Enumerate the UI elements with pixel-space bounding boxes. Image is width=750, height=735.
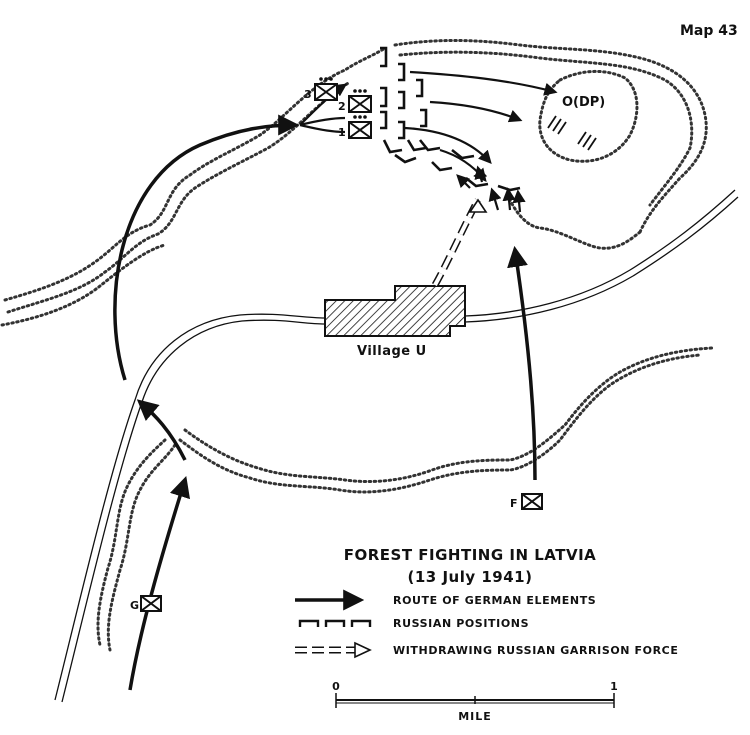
legend-withdraw-symbol	[295, 641, 372, 659]
unit-2	[348, 89, 372, 113]
unit-2-label: 2	[338, 100, 346, 113]
legend-russian-label: Russian positions	[393, 617, 529, 630]
village-u	[324, 285, 466, 337]
legend-russian-symbol	[298, 619, 372, 627]
map-number: Map 43	[680, 23, 738, 39]
legend: Route of German elements Russian positio…	[295, 589, 678, 659]
scale-start: 0	[332, 680, 340, 693]
german-route-g-1	[128, 475, 191, 691]
scale-end: 1	[610, 680, 618, 693]
forest-north	[0, 39, 708, 327]
dp-label: O(DP)	[562, 95, 605, 110]
german-route-f	[507, 245, 537, 481]
german-route-g-2	[136, 399, 187, 461]
german-route-main	[113, 114, 300, 381]
scale-unit: MILE	[458, 710, 492, 723]
unit-f-label: F	[510, 497, 518, 510]
road	[54, 189, 739, 703]
withdrawing-russian-arrow	[431, 198, 488, 287]
dp-hill-marks	[547, 115, 597, 151]
unit-g	[140, 595, 162, 612]
legend-route-label: Route of German elements	[393, 594, 596, 607]
forest-clearing	[538, 69, 639, 163]
unit-g-label: G	[130, 599, 139, 612]
forest-south	[96, 346, 714, 652]
unit-3-label: 3	[304, 88, 312, 101]
scale-bar	[335, 693, 615, 708]
map-title: FOREST FIGHTING IN LATVIA	[344, 546, 597, 564]
unit-1	[348, 115, 372, 139]
unit-3	[314, 77, 338, 101]
map-date: (13 July 1941)	[408, 568, 533, 586]
unit-1-label: 1	[338, 126, 346, 139]
unit-f	[521, 493, 543, 510]
legend-withdraw-label: Withdrawing Russian garrison force	[393, 644, 678, 657]
village-label: Village U	[357, 344, 427, 359]
german-routes	[113, 114, 537, 691]
russian-positions	[380, 46, 521, 192]
german-advance-arrows	[299, 70, 558, 213]
